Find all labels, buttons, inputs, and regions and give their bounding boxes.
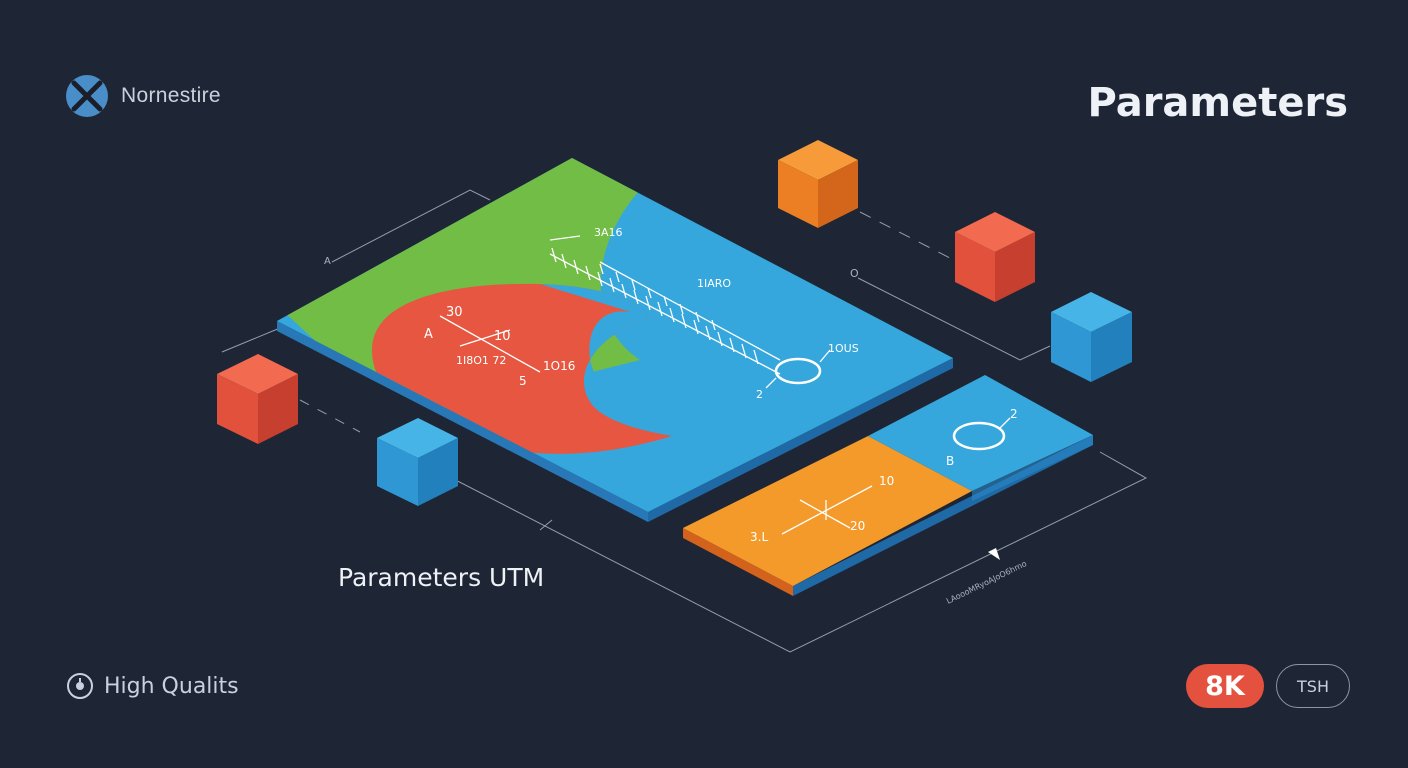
label-3l: 3.L [750,530,768,544]
main-plate-measures [439,235,831,389]
scene-caption: Parameters UTM [338,563,544,592]
radio-icon [67,673,93,699]
page-title: Parameters [1087,80,1348,126]
label-1iaro: 1IARO [697,277,731,290]
label-30: 30 [446,305,463,320]
label-5: 5 [519,374,527,388]
label-20: 20 [850,519,865,533]
label-18012: 1I8O1 72 [456,354,506,367]
cube-blue-left [377,418,458,506]
main-plate-labels: 3A16 1IARO 1OUS 2 30 A 10 1I8O1 72 1O16 … [424,226,859,401]
label-10-small: 10 [879,474,894,488]
small-plate [683,375,1093,596]
guide-caption: LAoooMRyoAJoO6hmo [945,559,1028,606]
label-3a16: 3A16 [594,226,623,239]
cube-red-left [217,354,298,444]
label-2-small: 2 [1010,407,1018,421]
quality-label: High Qualits [104,673,239,699]
label-b: B [946,454,954,468]
label-1ous: 1OUS [828,342,859,355]
small-plate-measures [781,417,1011,535]
quality-indicator: High Qualits [66,672,239,700]
brand: Nornestire [65,74,221,118]
cube-red-right [955,212,1035,302]
guide-lines [221,189,1148,653]
guide-marker-o: O [850,267,859,280]
small-plate-labels: 10 20 3.L B 2 [750,407,1018,544]
label-a: A [424,327,433,342]
label-2: 2 [756,388,763,401]
guide-marker-a: A [324,256,331,267]
main-plate [277,158,953,522]
label-10: 10 [494,329,511,344]
close-x-icon [66,75,108,117]
cube-blue-right [1051,292,1132,382]
cube-orange-top [778,140,858,228]
tsh-button[interactable]: TSH [1276,664,1350,708]
label-1o16: 1O16 [543,359,575,373]
brand-name: Nornestire [121,84,221,107]
resolution-8k-button[interactable]: 8K [1186,664,1264,708]
